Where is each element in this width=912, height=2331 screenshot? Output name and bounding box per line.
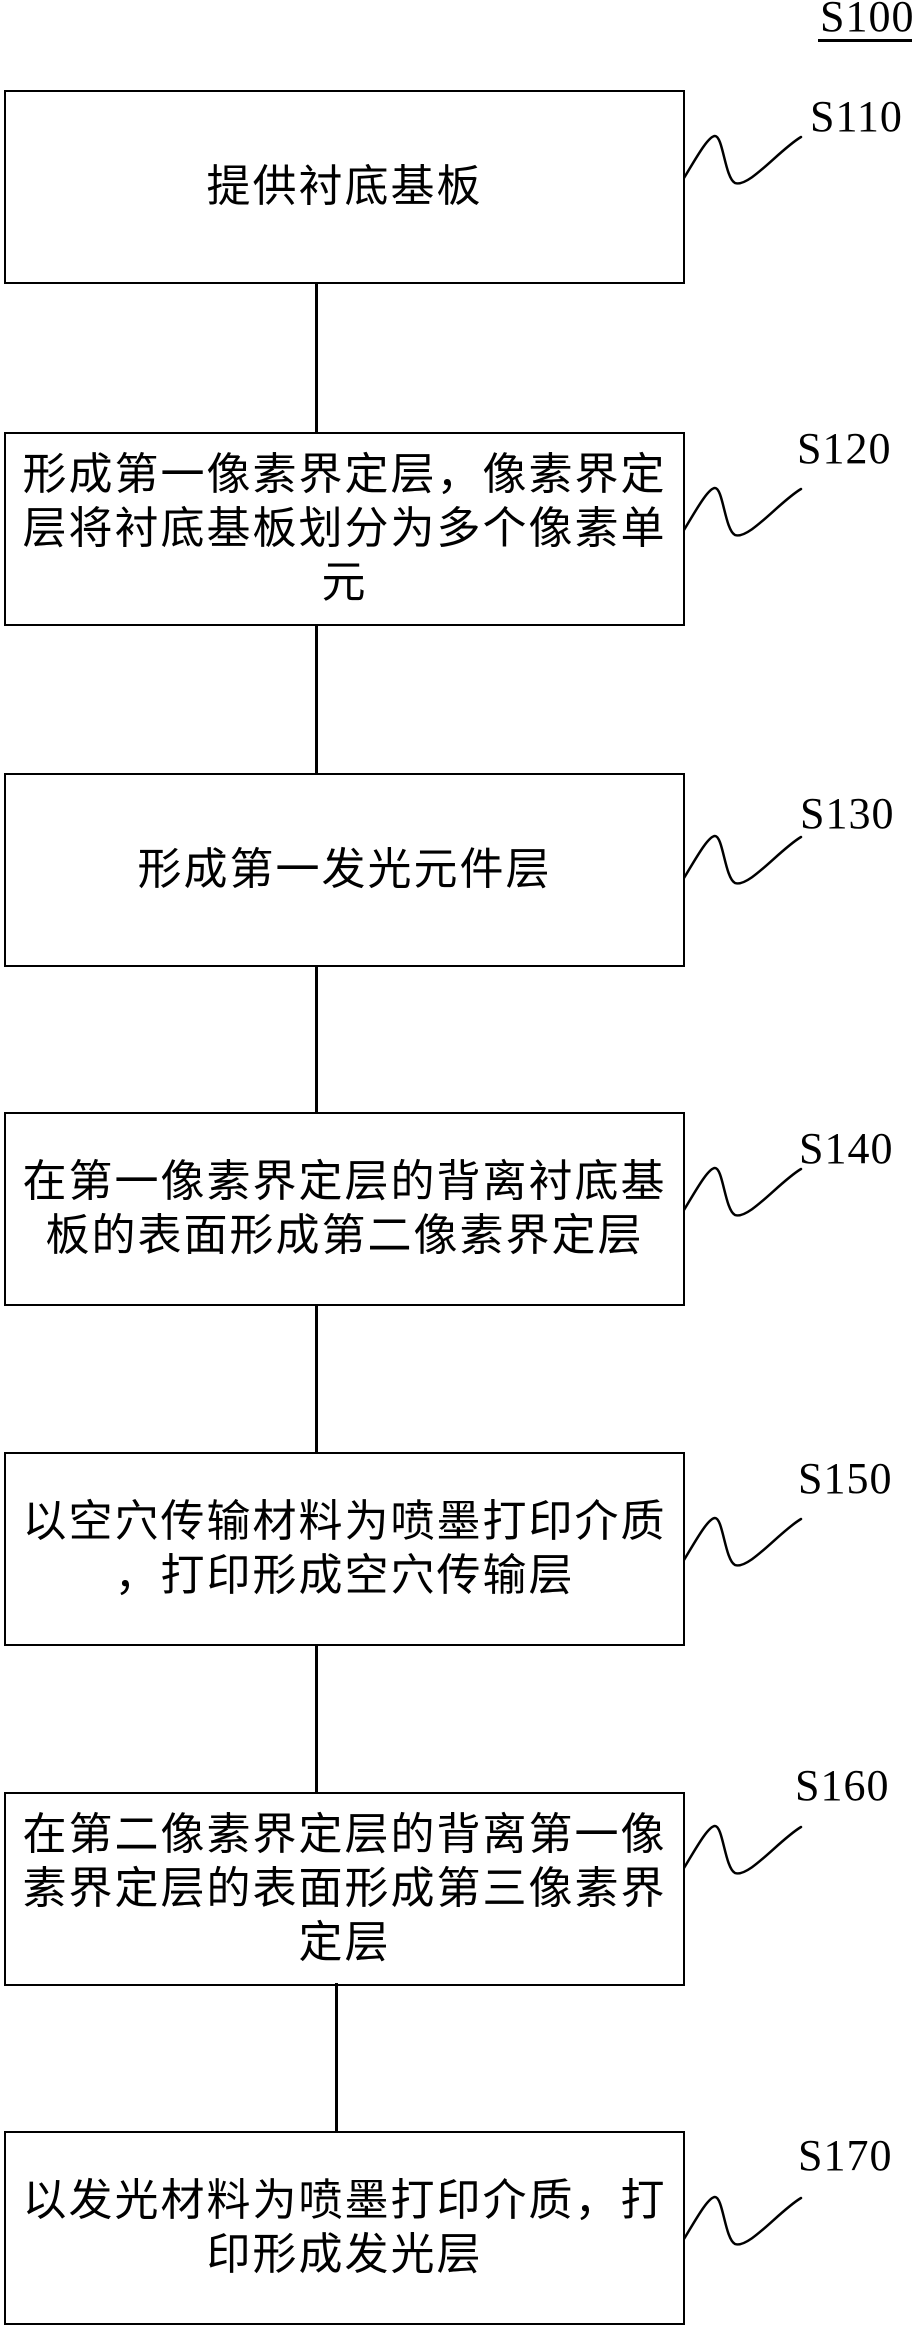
step-ref-label-5: S150 xyxy=(798,1454,893,1503)
step-box-5: 以空穴传输材料为喷墨打印介质 ，打印形成空穴传输层 xyxy=(4,1452,685,1646)
step-box-4: 在第一像素界定层的背离衬底基 板的表面形成第二像素界定层 xyxy=(4,1112,685,1306)
step-text-6: 在第二像素界定层的背离第一像 素界定层的表面形成第三像素界 定层 xyxy=(22,1810,667,1967)
step-ref-label-2: S120 xyxy=(797,424,892,473)
step-box-2: 形成第一像素界定层，像素界定 层将衬底基板划分为多个像素单 元 xyxy=(4,432,685,626)
step-text-4: 在第一像素界定层的背离衬底基 板的表面形成第二像素界定层 xyxy=(22,1157,667,1260)
wavy-connector-icon xyxy=(683,1516,803,1567)
step-ref-label-7: S170 xyxy=(798,2131,893,2180)
flow-connector-line xyxy=(315,1644,318,1794)
flow-connector-line xyxy=(315,965,318,1114)
wavy-connector-icon xyxy=(683,486,803,537)
step-box-7: 以发光材料为喷墨打印介质，打 印形成发光层 xyxy=(4,2131,685,2325)
wavy-connector-icon xyxy=(683,134,803,185)
wavy-connector-icon xyxy=(683,1824,803,1875)
step-text-1: 提供衬底基板 xyxy=(206,162,483,211)
wavy-connector-icon xyxy=(683,1166,803,1217)
wavy-connector-icon xyxy=(683,2195,803,2246)
step-ref-label-6: S160 xyxy=(795,1761,890,1810)
step-ref-label-3: S130 xyxy=(800,789,895,838)
step-text-5: 以空穴传输材料为喷墨打印介质 ，打印形成空穴传输层 xyxy=(22,1497,667,1600)
flow-connector-line xyxy=(315,624,318,775)
step-text-3: 形成第一发光元件层 xyxy=(137,845,552,894)
step-ref-label-1: S110 xyxy=(810,92,903,141)
flow-connector-line xyxy=(315,1304,318,1454)
flow-connector-line xyxy=(335,1983,338,2133)
step-box-6: 在第二像素界定层的背离第一像 素界定层的表面形成第三像素界 定层 xyxy=(4,1792,685,1986)
figure-ref-label: S100 xyxy=(818,0,912,42)
step-box-3: 形成第一发光元件层 xyxy=(4,773,685,967)
step-text-2: 形成第一像素界定层，像素界定 层将衬底基板划分为多个像素单 元 xyxy=(22,450,667,607)
step-box-1: 提供衬底基板 xyxy=(4,90,685,284)
flow-connector-line xyxy=(315,282,318,434)
wavy-connector-icon xyxy=(683,834,803,885)
step-text-7: 以发光材料为喷墨打印介质，打 印形成发光层 xyxy=(22,2176,667,2279)
step-ref-label-4: S140 xyxy=(799,1124,894,1173)
